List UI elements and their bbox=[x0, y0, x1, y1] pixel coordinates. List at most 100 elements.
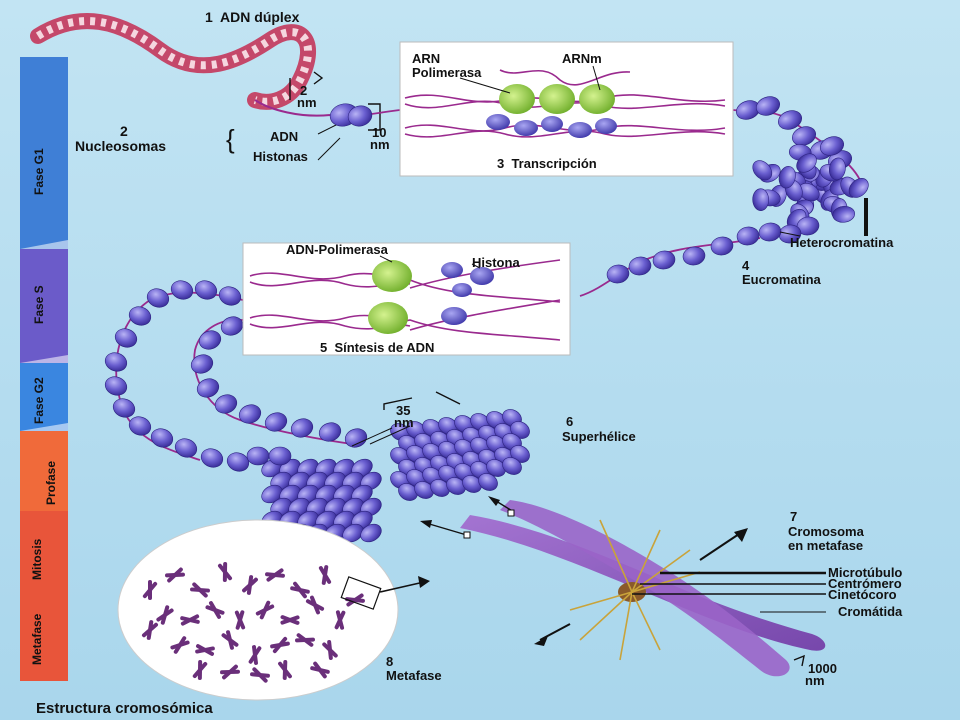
nucleosome-bead bbox=[792, 126, 816, 146]
nucleosome-bead bbox=[220, 316, 244, 336]
metaphase-chromosome bbox=[460, 500, 826, 677]
label-cromatida: Cromátida bbox=[838, 604, 903, 619]
nucleosome-bead bbox=[446, 477, 466, 495]
label-2nm-unit: nm bbox=[297, 95, 317, 110]
metaphase-chromosome-figure bbox=[217, 562, 233, 582]
nucleosome-bead bbox=[848, 178, 869, 198]
label-centromero: Centrómero bbox=[828, 576, 902, 591]
metaphase-chromosome-figure bbox=[250, 667, 270, 683]
label-nucleosomas-num: 2 bbox=[120, 123, 128, 139]
nucleosome-bead bbox=[200, 448, 224, 468]
label-1000nm-num: 1000 bbox=[808, 661, 837, 676]
nucleosome-bead bbox=[146, 288, 170, 308]
nucleosome-bead bbox=[360, 523, 382, 543]
metaphase-chromosome-figure bbox=[248, 645, 262, 665]
nucleosome-bead bbox=[226, 452, 250, 472]
phase-bar bbox=[20, 57, 68, 681]
metaphase-chromosome-figure bbox=[242, 575, 258, 595]
nucleosome-bead bbox=[752, 160, 773, 181]
label-sintesis: 5 Síntesis de ADN bbox=[320, 340, 435, 355]
label-nucleosomas: Nucleosomas bbox=[75, 138, 167, 154]
phase-label-g1: Fase G1 bbox=[32, 148, 46, 195]
metaphase-chromosome-figure bbox=[322, 640, 338, 660]
nucleosome-bead bbox=[752, 188, 769, 211]
nucleosome-bead bbox=[214, 394, 238, 414]
nucleosome-bead bbox=[682, 246, 706, 266]
metaphase-chromosome-figure bbox=[142, 580, 158, 600]
metaphase-chromosome-figure bbox=[310, 661, 330, 679]
phase-label-metafase: Metafase bbox=[30, 613, 44, 665]
metaphase-chromosome-figure bbox=[290, 581, 310, 599]
metaphase-chromosome-figure bbox=[221, 630, 239, 650]
metaphase-chromosome-figure bbox=[170, 636, 190, 654]
nucleosome-bead bbox=[238, 404, 262, 424]
label-35nm-unit: nm bbox=[394, 415, 414, 430]
nucleosome-bead bbox=[652, 250, 676, 270]
metaphase-chromosome-figure bbox=[305, 595, 325, 615]
metaphase-chromosome-figure bbox=[141, 620, 159, 640]
nucleosome-bead bbox=[104, 352, 128, 372]
metaphase-chromosome-figure bbox=[278, 660, 292, 680]
label-histonas: Histonas bbox=[253, 149, 308, 164]
nucleosome-bead bbox=[196, 378, 220, 398]
nucleosome-bead bbox=[462, 475, 482, 493]
metaphase-chromosome-figure bbox=[220, 664, 240, 680]
metaphase-chromosome-figure bbox=[270, 636, 290, 654]
nucleosome-bead bbox=[114, 328, 138, 348]
nucleosome-bead bbox=[268, 446, 292, 466]
nucleosome-bead bbox=[198, 330, 222, 350]
nucleosome-bead bbox=[778, 110, 802, 130]
label-superhelice: Superhélice bbox=[562, 429, 636, 444]
synthesis-strands bbox=[249, 255, 561, 341]
phase-segment-profase bbox=[20, 431, 68, 511]
nucleosome-bead bbox=[318, 422, 342, 442]
nucleosome-bead bbox=[194, 280, 218, 300]
nucleosome-bead bbox=[758, 222, 782, 242]
label-10nm-num: 10 bbox=[372, 125, 387, 140]
metaphase-chromosome-figure bbox=[318, 565, 332, 585]
label-cromosoma: Cromosoma en metafase bbox=[788, 524, 864, 553]
nucleosome-bead bbox=[832, 205, 855, 223]
nucleosome-bead bbox=[502, 457, 522, 475]
metaphase-chromosome-figure bbox=[205, 601, 225, 619]
label-superhelice-num: 6 bbox=[566, 414, 574, 429]
label-arn-polimerasa: ARN Polimerasa bbox=[412, 51, 482, 80]
nucleosome-bead bbox=[478, 473, 498, 491]
label-35nm-num: 35 bbox=[396, 403, 411, 418]
phase-segment-metafase bbox=[20, 581, 68, 681]
nucleosome-bead bbox=[218, 286, 242, 306]
label-transcripcion: 3 Transcripción bbox=[497, 156, 597, 171]
label-eucromatina: Eucromatina bbox=[742, 272, 821, 287]
nucleosome-bead bbox=[174, 438, 198, 458]
metaphase-chromosome-figure bbox=[156, 605, 174, 625]
phase-label-profase: Profase bbox=[44, 460, 58, 505]
nucleosome-bead bbox=[290, 418, 314, 438]
label-arnm: ARNm bbox=[562, 51, 602, 66]
metaphase-chromosome-figure bbox=[334, 610, 346, 630]
metaphase-chromosome-figure bbox=[190, 582, 210, 598]
nucleosome-bead bbox=[150, 428, 174, 448]
label-heterocromatina: Heterocromatina bbox=[790, 235, 894, 250]
phase-label-mitosis: Mitosis bbox=[30, 538, 44, 580]
label-adn-duplex: 1 ADN dúplex bbox=[205, 9, 300, 25]
nucleosome-bead bbox=[756, 96, 780, 116]
nucleosome-bead bbox=[264, 412, 288, 432]
label-cromosoma-num: 7 bbox=[790, 509, 798, 524]
nucleosome-bead bbox=[347, 105, 373, 127]
label-adn: ADN bbox=[270, 129, 299, 144]
label-10nm-unit: nm bbox=[370, 137, 390, 152]
label-1000nm-unit: nm bbox=[805, 673, 825, 688]
brace-symbol: { bbox=[226, 124, 235, 154]
label-eucromatina-num: 4 bbox=[742, 258, 750, 273]
nucleosome-bead bbox=[344, 428, 368, 448]
transcription-strands bbox=[404, 65, 726, 138]
dna-helix bbox=[30, 13, 331, 117]
diagram-title: Estructura cromosómica bbox=[36, 700, 213, 717]
label-metafase: Metafase bbox=[386, 668, 442, 683]
nucleosome-chain bbox=[104, 96, 869, 543]
nucleosome-bead bbox=[398, 483, 418, 501]
metaphase-chromosome-figure bbox=[280, 615, 300, 625]
nucleosome-bead bbox=[606, 264, 630, 284]
metaphase-chromosome-figure bbox=[255, 600, 275, 620]
